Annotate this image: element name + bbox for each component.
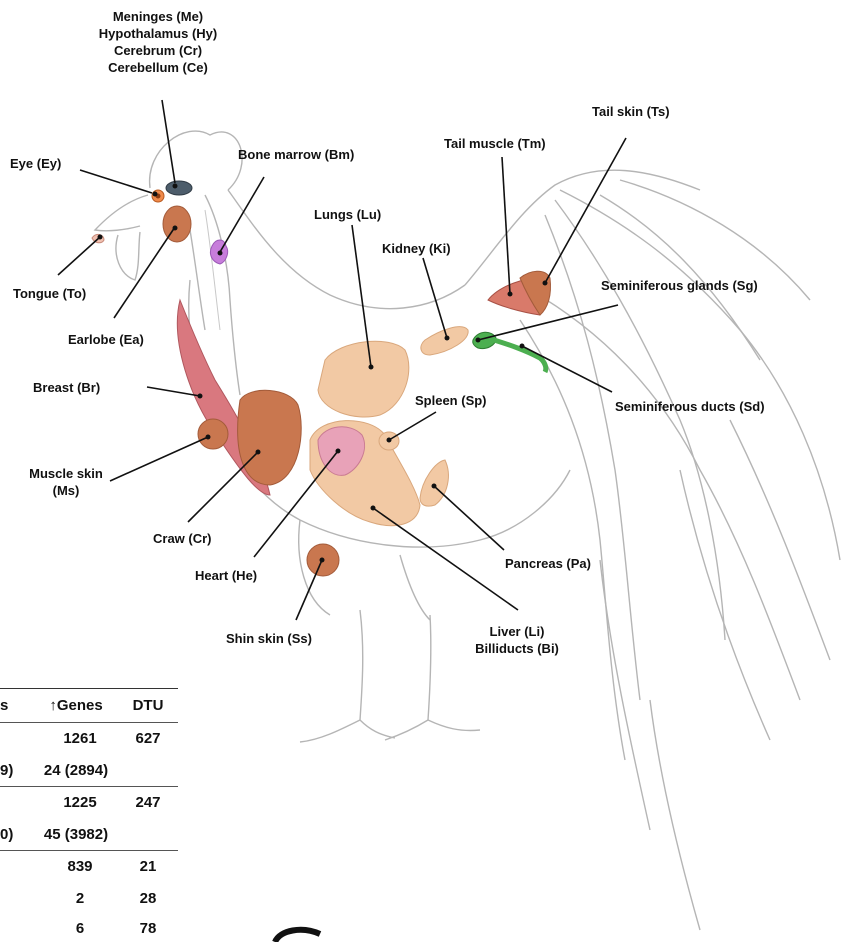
- table-cell-dtu: 247: [135, 794, 160, 811]
- table-cell-genes: 24 (2894): [44, 762, 108, 779]
- breast-label: Breast (Br): [33, 379, 100, 396]
- lungs-shape: [318, 341, 409, 417]
- tail-muscle-label: Tail muscle (Tm): [444, 135, 546, 152]
- table-cell-genes: 6: [76, 920, 84, 937]
- muscle-skin-shape: [198, 419, 228, 449]
- tongue-label: Tongue (To): [13, 285, 86, 302]
- tail-skin-label: Tail skin (Ts): [592, 103, 670, 120]
- table-header-genes: ↑Genes: [49, 697, 102, 714]
- muscle-skin-label: Muscle skin (Ms): [29, 465, 103, 499]
- lungs-label: Lungs (Lu): [314, 206, 381, 223]
- table-header-partial: s: [0, 697, 8, 714]
- hypothalamus-label: Hypothalamus (Hy): [99, 25, 217, 42]
- liver-label-line2: Billiducts (Bi): [475, 640, 559, 657]
- table-cell-partial: 0): [0, 826, 13, 843]
- kidney-label: Kidney (Ki): [382, 240, 451, 257]
- table-cell-partial: 9): [0, 762, 13, 779]
- liver-label: Liver (Li) Billiducts (Bi): [475, 623, 559, 657]
- spleen-label: Spleen (Sp): [415, 392, 487, 409]
- table-top-rule: [0, 688, 178, 689]
- seminiferous-ducts-label: Seminiferous ducts (Sd): [615, 398, 765, 415]
- table-header-rule: [0, 722, 178, 723]
- table-cell-dtu: 21: [140, 858, 157, 875]
- meninges-label: Meninges (Me): [99, 8, 217, 25]
- table-cell-dtu: 28: [140, 890, 157, 907]
- table-cell-genes: 1261: [63, 730, 96, 747]
- bone-marrow-label: Bone marrow (Bm): [238, 146, 354, 163]
- table-cell-genes: 2: [76, 890, 84, 907]
- organs: [92, 181, 551, 576]
- table-cell-dtu: 627: [135, 730, 160, 747]
- brain-shape: [166, 181, 192, 195]
- seminiferous-glands-label: Seminiferous glands (Sg): [601, 277, 758, 294]
- craw-shape: [238, 390, 302, 485]
- table-cell-genes: 45 (3982): [44, 826, 108, 843]
- shin-skin-label: Shin skin (Ss): [226, 630, 312, 647]
- muscle-skin-label-line1: Muscle skin: [29, 465, 103, 482]
- cerebrum-label: Cerebrum (Cr): [99, 42, 217, 59]
- table-cell-dtu: 78: [140, 920, 157, 937]
- earlobe-label: Earlobe (Ea): [68, 331, 144, 348]
- table-cell-genes: 1225: [63, 794, 96, 811]
- heart-label: Heart (He): [195, 567, 257, 584]
- pancreas-label: Pancreas (Pa): [505, 555, 591, 572]
- craw-label: Craw (Cr): [153, 530, 212, 547]
- partial-letter-c: [275, 930, 320, 942]
- cerebellum-label: Cerebellum (Ce): [99, 59, 217, 76]
- pancreas-shape: [420, 460, 448, 506]
- brain-group-label: Meninges (Me) Hypothalamus (Hy) Cerebrum…: [99, 8, 217, 76]
- table-header-dtu: DTU: [133, 697, 164, 714]
- muscle-skin-label-line2: (Ms): [29, 482, 103, 499]
- table-group-rule-2: [0, 850, 178, 851]
- table-group-rule-1: [0, 786, 178, 787]
- eye-label: Eye (Ey): [10, 155, 61, 172]
- table-cell-genes: 839: [67, 858, 92, 875]
- liver-label-line1: Liver (Li): [475, 623, 559, 640]
- earlobe-shape: [163, 206, 191, 242]
